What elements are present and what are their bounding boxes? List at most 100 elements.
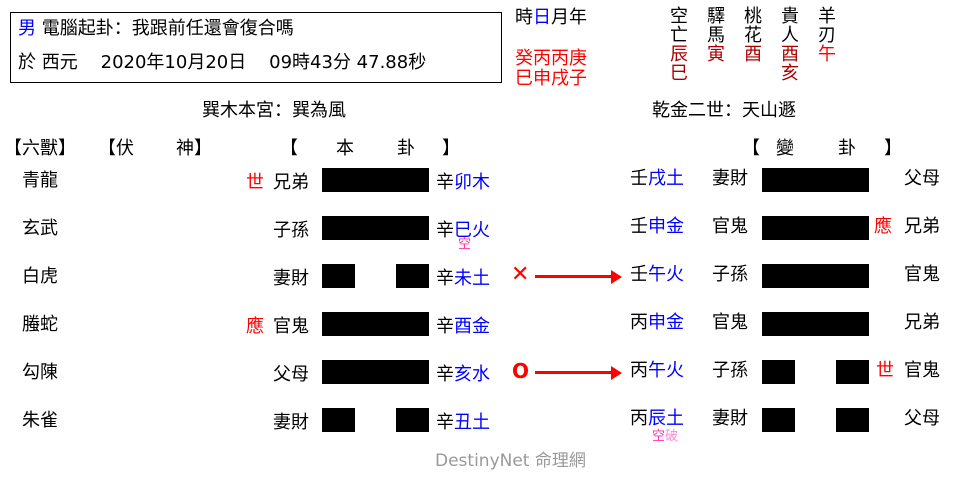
shensha-yang-1: 羊 xyxy=(818,6,836,27)
shensha-grid: 空驛桃貴羊 亡馬花人刃 辰寅酉酉午 巳亥 xyxy=(666,7,840,83)
shi-marker: 世 xyxy=(876,360,894,381)
title-line: 男 電腦起卦：我跟前任還會復合嗎 xyxy=(18,18,294,40)
changed-stem-branch: 丙辰土 xyxy=(630,408,684,429)
shensha-gui-val2: 亥 xyxy=(781,63,799,84)
shensha-tao-2: 花 xyxy=(744,25,762,46)
changed-stem-branch: 丙申金 xyxy=(630,312,684,333)
stem-branch: 辛未土 xyxy=(436,268,490,289)
changed-stem-branch: 壬午火 xyxy=(630,264,684,285)
shensha-gui-val1: 酉 xyxy=(781,44,799,65)
relative-label: 子孫 xyxy=(273,220,309,241)
shensha-kong-2: 亡 xyxy=(670,25,688,46)
changed-yang-line-bar xyxy=(762,264,869,288)
header-main-open: 【 xyxy=(280,138,298,159)
date-line: 於 西元 2020年10月20日 09時43分 47.88秒 xyxy=(18,52,426,74)
shi-marker: 世 xyxy=(246,172,264,193)
gender-label: 男 xyxy=(18,18,36,39)
header-changed-close: 】 xyxy=(884,138,902,159)
changed-relative: 子孫 xyxy=(712,360,748,381)
yang-line-bar xyxy=(322,312,429,336)
changed-relative: 子孫 xyxy=(712,264,748,285)
changed-stem-branch: 壬戌土 xyxy=(630,168,684,189)
beast-label: 白虎 xyxy=(22,266,58,287)
moving-yang-o-icon: O xyxy=(512,359,530,383)
header-main-ben: 本 xyxy=(336,138,354,159)
relative-label: 妻財 xyxy=(273,412,309,433)
changed-fushen: 兄弟 xyxy=(904,312,940,333)
yang-line-bar xyxy=(322,168,429,192)
relative-label: 兄弟 xyxy=(273,172,309,193)
yang-line-bar xyxy=(322,216,429,240)
stem-branch: 辛丑土 xyxy=(436,412,490,433)
arrow-right-icon xyxy=(611,270,622,284)
header-main-gua: 卦 xyxy=(397,138,415,159)
header-liushou: 【六獸】 xyxy=(4,138,76,159)
relative-label: 妻財 xyxy=(273,268,309,289)
changed-hexagram-title: 乾金二世：天山遯 xyxy=(652,100,796,121)
beast-label: 勾陳 xyxy=(22,362,58,383)
changed-relative: 官鬼 xyxy=(712,312,748,333)
shensha-yang-2: 刃 xyxy=(818,25,836,46)
changed-yang-line-bar xyxy=(762,216,869,240)
shensha-gui-1: 貴 xyxy=(781,6,799,27)
arrow-right-icon xyxy=(611,366,622,380)
shensha-kong-val1: 辰 xyxy=(670,44,688,65)
moving-yin-x-icon: ✕ xyxy=(511,262,530,287)
header-changed-open: 【 xyxy=(742,138,760,159)
shensha-kong-1: 空 xyxy=(670,6,688,27)
shensha-tao-1: 桃 xyxy=(744,6,762,27)
shensha-yi-1: 驛 xyxy=(707,6,725,27)
shensha-yi-2: 馬 xyxy=(707,25,725,46)
changed-fushen: 官鬼 xyxy=(904,360,940,381)
label-hour: 時 xyxy=(515,7,533,28)
beast-label: 朱雀 xyxy=(22,410,58,431)
pillar-stems: 癸丙丙庚 xyxy=(515,48,587,69)
beast-label: 青龍 xyxy=(22,170,58,191)
stem-branch: 辛巳火 xyxy=(436,220,490,241)
changed-fushen: 父母 xyxy=(904,168,940,189)
header-fushen-close: 神】 xyxy=(176,138,212,159)
change-arrow-line xyxy=(535,371,613,374)
yin-line-left xyxy=(322,408,355,432)
shensha-yang-val1: 午 xyxy=(818,44,836,65)
ying-marker: 應 xyxy=(874,216,892,237)
header-main-close: 】 xyxy=(442,138,460,159)
changed-fushen: 兄弟 xyxy=(904,216,940,237)
date-prefix: 於 西元 xyxy=(18,52,78,73)
changed-relative: 妻財 xyxy=(712,408,748,429)
changed-fushen: 父母 xyxy=(904,408,940,429)
label-month-year: 月年 xyxy=(551,7,587,28)
shensha-tao-val1: 酉 xyxy=(744,44,762,65)
watermark: DestinyNet 命理網 xyxy=(435,451,586,471)
beast-label: 玄武 xyxy=(22,218,58,239)
shensha-yi-val1: 寅 xyxy=(707,44,725,65)
shensha-kong-val2: 巳 xyxy=(670,63,688,84)
changed-fushen: 官鬼 xyxy=(904,264,940,285)
date-value: 2020年10月20日 xyxy=(100,52,247,73)
relative-label: 父母 xyxy=(273,364,309,385)
changed-yin-line-right xyxy=(836,360,869,384)
yin-line-left xyxy=(322,264,355,288)
changed-yin-line-right xyxy=(836,408,869,432)
beast-label: 螣蛇 xyxy=(22,314,58,335)
kong-note: 空 xyxy=(458,237,472,252)
changed-relative: 官鬼 xyxy=(712,216,748,237)
changed-relative: 妻財 xyxy=(712,168,748,189)
changed-yin-line-left xyxy=(762,408,795,432)
method-title: 電腦起卦：我跟前任還會復合嗎 xyxy=(41,18,294,39)
stem-branch: 辛亥水 xyxy=(436,364,490,385)
ying-marker: 應 xyxy=(246,316,264,337)
changed-yin-line-left xyxy=(762,360,795,384)
pillar-branches: 巳申戌子 xyxy=(515,68,587,89)
changed-stem-branch: 壬申金 xyxy=(630,216,684,237)
stem-branch: 辛酉金 xyxy=(436,316,490,337)
time-value: 09時43分 47.88秒 xyxy=(269,52,427,73)
yin-line-right xyxy=(396,408,429,432)
shensha-gui-2: 人 xyxy=(781,25,799,46)
header-fushen-open: 【伏 xyxy=(98,138,134,159)
yang-line-bar xyxy=(322,360,429,384)
label-day: 日 xyxy=(533,7,551,28)
stem-branch: 辛卯木 xyxy=(436,172,490,193)
divination-info-box xyxy=(10,12,502,83)
main-hexagram-title: 巽木本宮：巽為風 xyxy=(202,100,346,121)
